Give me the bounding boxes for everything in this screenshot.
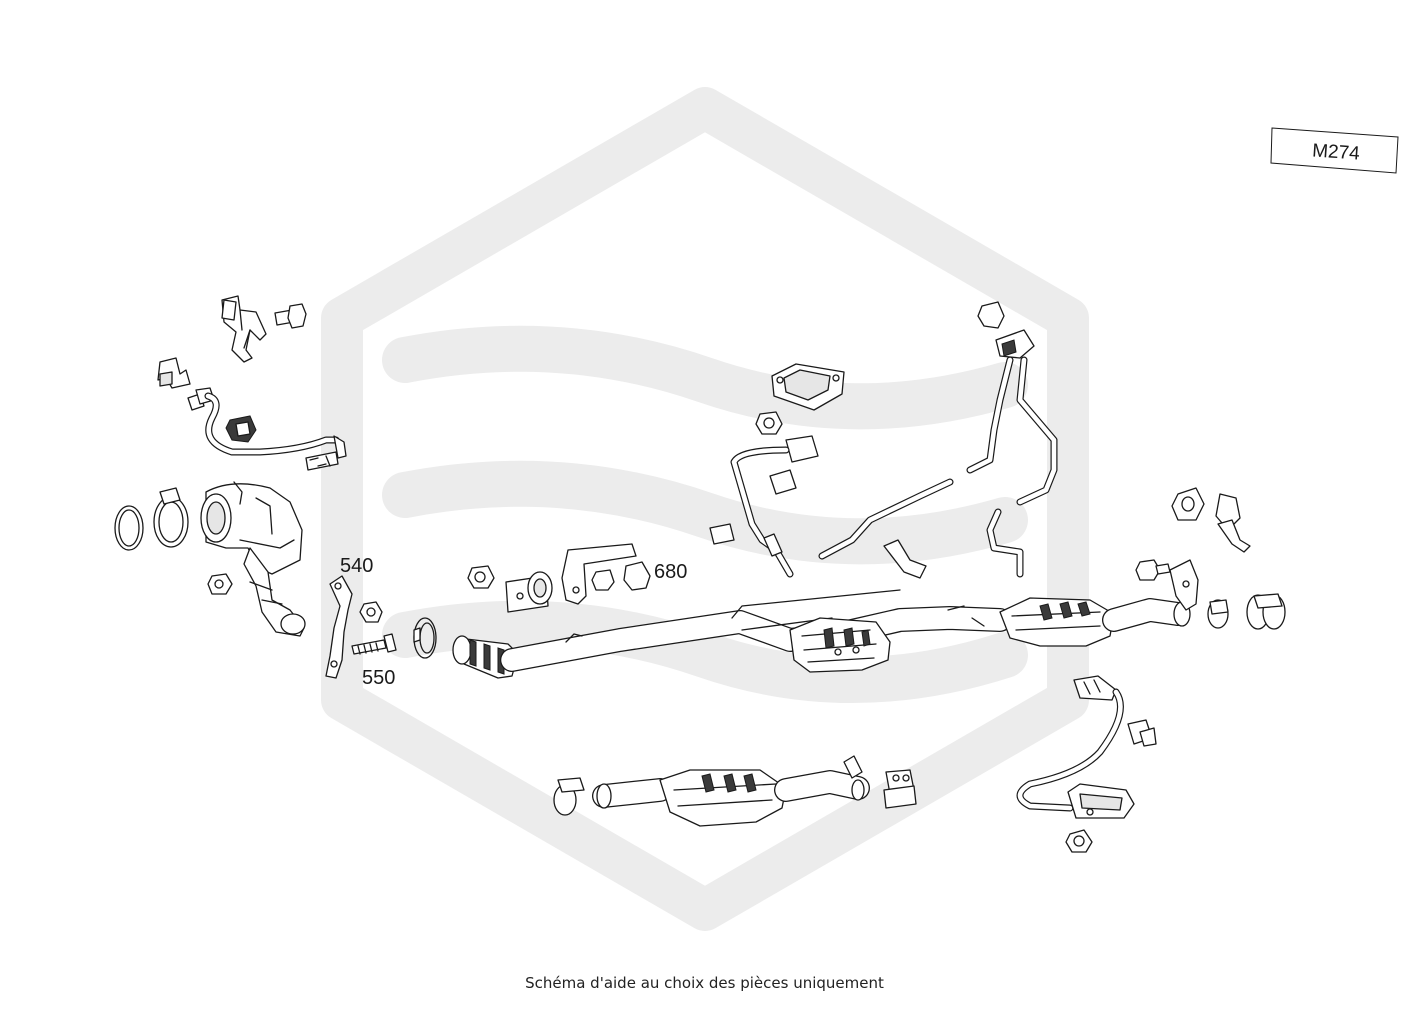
gasket-front-pipe [413,617,437,659]
engine-code-label: M274 [1312,140,1361,164]
clamp-lower-right [883,769,917,809]
watermark-logo [321,87,1089,931]
temperature-sensor-center [730,435,819,578]
engine-code-box: M274 [1270,127,1399,174]
bolt-550 [351,633,397,655]
rear-catalytic-converter-lower [592,755,870,827]
nut-center-left [467,565,495,589]
oxygen-sensor-lower-right [1016,675,1124,812]
gasket-ring-left [114,505,144,551]
pressure-pipe-center [818,478,954,579]
nox-control-module-lower [1067,783,1135,819]
clip-upper-left [157,357,191,389]
callout-550: 550 [362,667,395,689]
mounting-bracket-upper-left [221,295,267,363]
connector-lower-right [1127,719,1157,747]
oxygen-sensor-upper [187,387,347,471]
bolt-upper-left [274,303,307,329]
nut-upper-center [755,411,783,435]
hanger-bracket-center [561,543,637,605]
hanger-bracket-right [1169,559,1199,611]
bolt-680 [623,561,651,591]
bolt-right [1135,559,1171,581]
footer-disclaimer: Schéma d'aide au choix des pièces unique… [525,974,884,992]
front-catalyst-flange [452,635,519,679]
nox-control-module-upper [771,363,845,411]
center-catalytic-converter [789,617,891,673]
clamp-right-a [1207,599,1229,629]
callout-680: 680 [654,561,687,583]
bracket-540 [325,575,353,679]
connector-small-center [709,523,735,545]
mount-top-right [1171,487,1251,553]
sensor-boot-upper [225,415,257,443]
clamp-right-b [1246,593,1286,630]
sensor-hoses-right [966,356,1058,578]
washer-nut-540 [359,601,383,623]
rear-catalytic-converter-right [999,597,1191,647]
rubber-mount [505,571,553,613]
manifold-catalytic-converter [200,481,306,637]
nut-lower-right [1065,829,1093,853]
pressure-sensor-upper-right [977,301,1035,359]
nut-center [591,569,615,591]
callout-540: 540 [340,555,373,577]
clamp-lower-left [553,777,585,816]
nut-left [207,573,233,595]
v-band-clamp-left [153,487,189,548]
